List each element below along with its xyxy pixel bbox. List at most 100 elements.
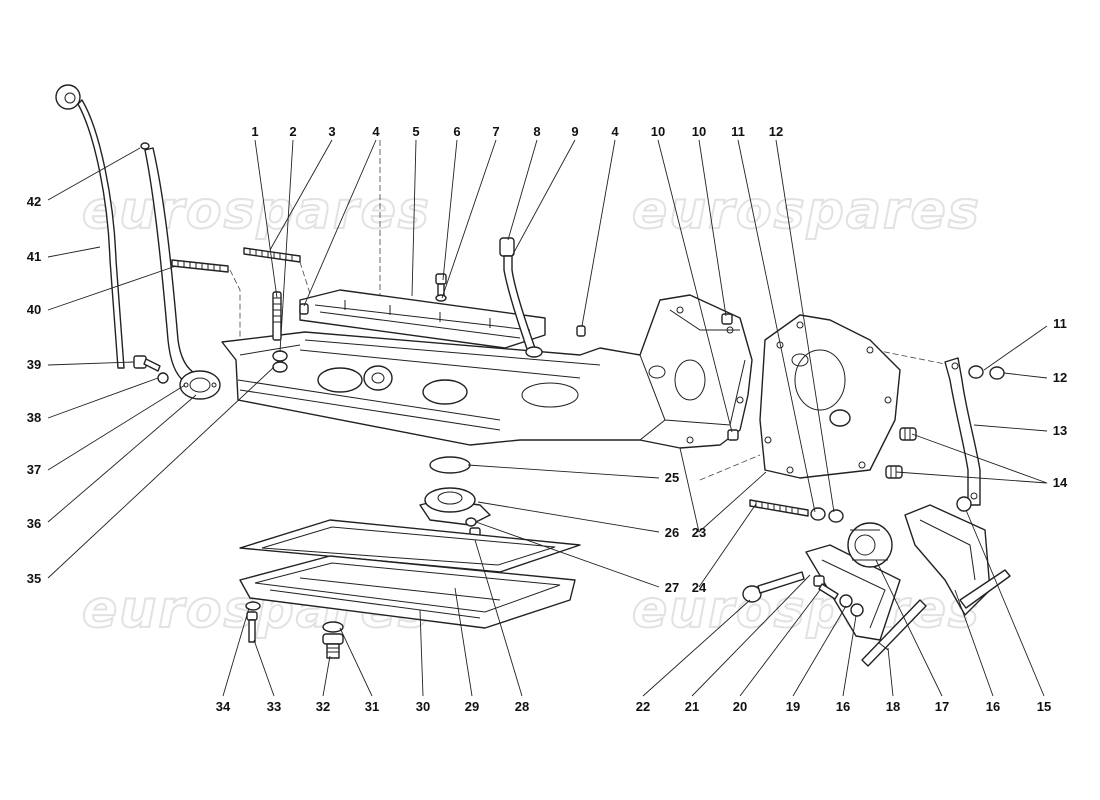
washer-34[interactable]	[245, 601, 261, 611]
callout-25: 25	[665, 470, 679, 485]
nut-35[interactable]	[272, 361, 288, 373]
callout-labels: 1 2 3 4 5 6 7 8 9 4 10 10 11 12 11 12 13…	[27, 124, 1068, 714]
callout-5: 5	[412, 124, 419, 139]
alignment-line-left	[229, 269, 241, 340]
stud-40[interactable]	[171, 259, 229, 273]
callout-29: 29	[465, 699, 479, 714]
cover-plate-5[interactable]	[299, 289, 546, 349]
callout-31: 31	[365, 699, 379, 714]
rubber-mount-17[interactable]	[847, 522, 893, 568]
callout-21: 21	[685, 699, 699, 714]
dowel-10-bottom[interactable]	[727, 429, 739, 441]
drain-plug-32[interactable]	[322, 633, 344, 659]
callout-33: 33	[267, 699, 281, 714]
oil-sump-housing[interactable]	[221, 294, 753, 449]
washer-27[interactable]	[465, 517, 477, 527]
stud-24[interactable]	[749, 499, 809, 517]
callout-16-right: 16	[986, 699, 1000, 714]
callout-13: 13	[1053, 423, 1067, 438]
watermark-top-right: eurospares	[632, 181, 981, 241]
callout-4-left: 4	[372, 124, 380, 139]
callout-9: 9	[571, 124, 578, 139]
callout-6: 6	[453, 124, 460, 139]
bolt-39[interactable]	[133, 355, 161, 372]
callout-38: 38	[27, 410, 41, 425]
callout-26: 26	[665, 525, 679, 540]
callout-27: 27	[665, 580, 679, 595]
callout-11-right: 11	[1053, 316, 1067, 331]
callout-10-a: 10	[651, 124, 665, 139]
washer-11-lower[interactable]	[810, 507, 826, 521]
seal-31[interactable]	[322, 621, 344, 633]
washer-11-right[interactable]	[968, 365, 984, 379]
nut-12-right[interactable]	[989, 366, 1005, 380]
callout-28: 28	[515, 699, 529, 714]
nut-12-lower[interactable]	[828, 509, 844, 523]
callout-24: 24	[692, 580, 707, 595]
washer-19[interactable]	[839, 594, 853, 608]
callout-39: 39	[27, 357, 41, 372]
filter-housing-26[interactable]	[419, 487, 491, 526]
callout-36: 36	[27, 516, 41, 531]
o-ring-42[interactable]	[140, 142, 150, 150]
callout-12-right: 12	[1053, 370, 1067, 385]
washer-38[interactable]	[157, 372, 169, 384]
watermark-bottom-right: eurospares	[632, 580, 981, 640]
oil-pan-30[interactable]	[239, 555, 576, 629]
callout-35: 35	[27, 571, 41, 586]
pipe-9[interactable]	[499, 237, 543, 358]
alignment-line-right	[874, 349, 951, 366]
bracket-13[interactable]	[944, 357, 981, 506]
callout-1: 1	[251, 124, 258, 139]
screw-6[interactable]	[435, 273, 447, 297]
seal-2[interactable]	[272, 350, 288, 362]
callout-14: 14	[1053, 475, 1068, 490]
callout-30: 30	[416, 699, 430, 714]
nut-19[interactable]	[850, 603, 864, 617]
alignment-line-lower	[699, 454, 761, 481]
dipstick[interactable]	[55, 84, 125, 369]
callout-11-top: 11	[731, 124, 745, 139]
dowel-10-top[interactable]	[721, 313, 733, 325]
callout-4-right: 4	[611, 124, 619, 139]
rear-cover-23[interactable]	[759, 314, 901, 479]
o-ring-25[interactable]	[429, 456, 471, 474]
callout-40: 40	[27, 302, 41, 317]
callout-22: 22	[636, 699, 650, 714]
bolt-33[interactable]	[246, 611, 258, 643]
bolt-20[interactable]	[813, 575, 839, 600]
callout-12-top: 12	[769, 124, 783, 139]
callout-17: 17	[935, 699, 949, 714]
dipstick-tube[interactable]	[144, 147, 221, 400]
dowel-4-right[interactable]	[576, 325, 586, 337]
callout-23: 23	[692, 525, 706, 540]
callout-18: 18	[886, 699, 900, 714]
callout-34: 34	[216, 699, 231, 714]
dowel-4-left[interactable]	[299, 303, 309, 315]
washer-7[interactable]	[435, 294, 447, 302]
bolt-22[interactable]	[742, 571, 805, 603]
callout-16-left: 16	[836, 699, 850, 714]
alignment-line-mid	[299, 261, 313, 301]
nut-15[interactable]	[956, 496, 972, 512]
watermark-top-left: eurospares	[82, 181, 431, 241]
callout-15: 15	[1037, 699, 1051, 714]
leader-lines	[47, 139, 1048, 697]
callout-20: 20	[733, 699, 747, 714]
callout-37: 37	[27, 462, 41, 477]
plug-14-upper[interactable]	[899, 427, 917, 441]
callout-42: 42	[27, 194, 41, 209]
callout-2: 2	[289, 124, 296, 139]
mount-bracket-21[interactable]	[805, 544, 901, 641]
callout-3: 3	[328, 124, 335, 139]
callout-41: 41	[27, 249, 41, 264]
callout-32: 32	[316, 699, 330, 714]
callout-7: 7	[492, 124, 499, 139]
callout-10-b: 10	[692, 124, 706, 139]
callout-8: 8	[533, 124, 540, 139]
bracket-16[interactable]	[904, 504, 1011, 616]
stud-1[interactable]	[272, 291, 282, 341]
clip-18[interactable]	[861, 599, 927, 667]
